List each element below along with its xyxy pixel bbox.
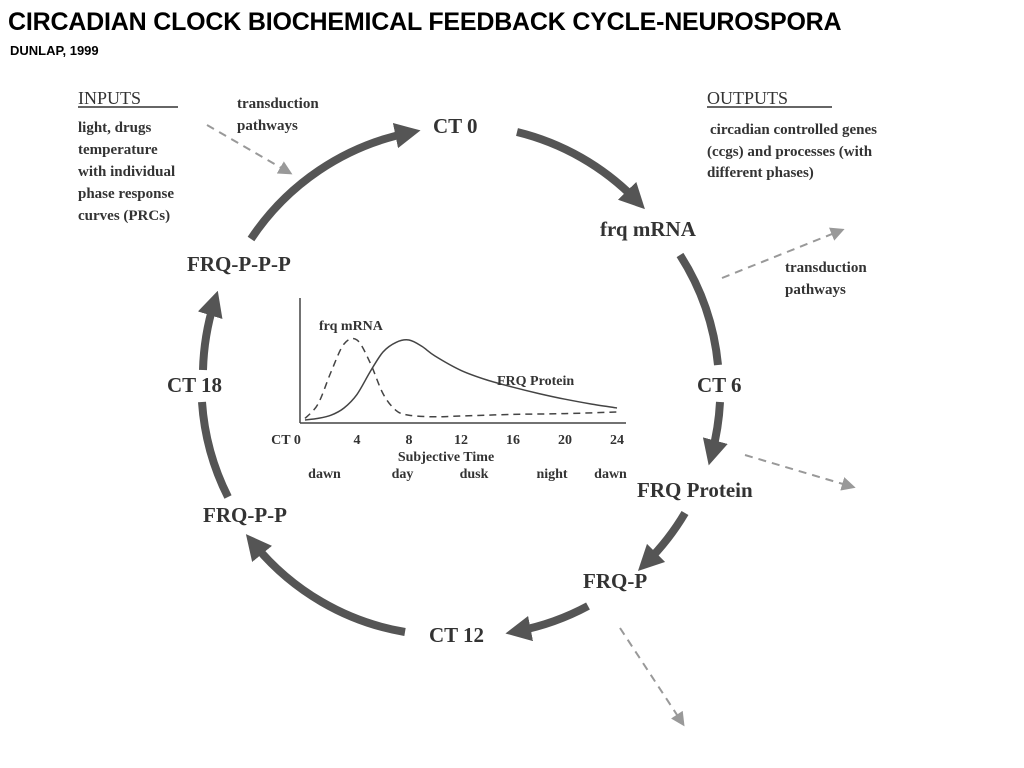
transduction-line: transduction [237, 96, 319, 112]
outputs-block: OUTPUTS circadian controlled genes (ccgs… [707, 88, 877, 181]
arc-frq-pp-to-ct18 [198, 401, 232, 499]
output-arrow-2 [744, 454, 856, 491]
chart-tick-label: 24 [610, 433, 624, 448]
label-ct6: CT 6 [697, 373, 742, 397]
inputs-line: phase response [78, 186, 174, 202]
inputs-line: temperature [78, 142, 158, 158]
dashed-arrows [206, 124, 856, 727]
transduction-right: transduction pathways [785, 260, 867, 298]
outputs-line: different phases) [707, 165, 814, 181]
chart-phase-label: dawn [308, 467, 341, 482]
inputs-block: INPUTS light, drugs temperature with ind… [78, 88, 178, 224]
output-arrow-1 [721, 227, 845, 279]
series-line-frq-protein [304, 339, 618, 421]
outputs-line: circadian controlled genes [710, 122, 877, 138]
cycle-labels: CT 0 frq mRNA CT 6 FRQ Protein FRQ-P CT … [167, 114, 753, 647]
chart-tick-label: 20 [558, 433, 572, 448]
label-frq-protein: FRQ Protein [637, 478, 753, 502]
arc-ct18-to-frq-ppp [197, 290, 223, 371]
label-ct12: CT 12 [429, 623, 484, 647]
arc-ct12-to-frq-pp [245, 534, 406, 636]
chart-phase-label: dusk [460, 467, 489, 482]
chart-phase-label: day [392, 467, 414, 482]
inputs-heading: INPUTS [78, 88, 141, 108]
series-label-frq-protein: FRQ Protein [497, 374, 574, 389]
page-title: CIRCADIAN CLOCK BIOCHEMICAL FEEDBACK CYC… [8, 8, 842, 36]
chart-phase-labels: dawn day dusk night dawn [308, 467, 627, 482]
outputs-heading: OUTPUTS [707, 88, 788, 108]
inputs-line: curves (PRCs) [78, 208, 170, 224]
arc-frq-mrna-to-ct6 [676, 252, 722, 366]
arc-frq-p-to-ct12 [505, 602, 590, 642]
arc-ct0-to-frq-mrna [516, 128, 645, 210]
chart-tick-label: 16 [506, 433, 520, 448]
arc-frq-protein-to-frq-p [637, 510, 689, 572]
transduction-line: pathways [785, 282, 846, 298]
inset-chart: CT 0 4 8 12 16 20 24 frq mRNA FRQ Protein Subj… [271, 298, 627, 482]
chart-tick-label: CT 0 [271, 433, 301, 448]
transduction-line: transduction [785, 260, 867, 276]
chart-tick-label: 8 [406, 433, 413, 448]
chart-x-label: Subjective Time [398, 450, 494, 465]
label-ct18: CT 18 [167, 373, 222, 397]
series-label-frq-mrna: frq mRNA [319, 319, 384, 334]
page-subtitle: DUNLAP, 1999 [10, 43, 99, 58]
transduction-line: pathways [237, 118, 298, 134]
transduction-top: transduction pathways [237, 96, 319, 134]
label-frq-pp: FRQ-P-P [203, 503, 287, 527]
inputs-line: light, drugs [78, 120, 152, 136]
label-frq-ppp: FRQ-P-P-P [187, 252, 291, 276]
label-frq-mrna: frq mRNA [600, 217, 697, 241]
input-arrow [206, 124, 293, 175]
chart-tick-label: 12 [454, 433, 468, 448]
output-arrow-3 [619, 627, 685, 727]
chart-phase-label: night [536, 467, 567, 482]
arc-frq-ppp-to-ct0 [247, 123, 421, 242]
arc-ct6-to-frq-protein [702, 401, 728, 466]
label-frq-p: FRQ-P [583, 569, 647, 593]
chart-phase-label: dawn [594, 467, 627, 482]
chart-tick-label: 4 [354, 433, 361, 448]
chart-ticks: CT 0 4 8 12 16 20 24 [271, 433, 624, 448]
chart-lines [304, 337, 618, 421]
label-ct0: CT 0 [433, 114, 478, 138]
series-line-frq-mrna [304, 337, 618, 419]
cycle-arcs [197, 123, 728, 642]
outputs-line: (ccgs) and processes (with [707, 144, 873, 160]
inputs-line: with individual [78, 164, 175, 180]
